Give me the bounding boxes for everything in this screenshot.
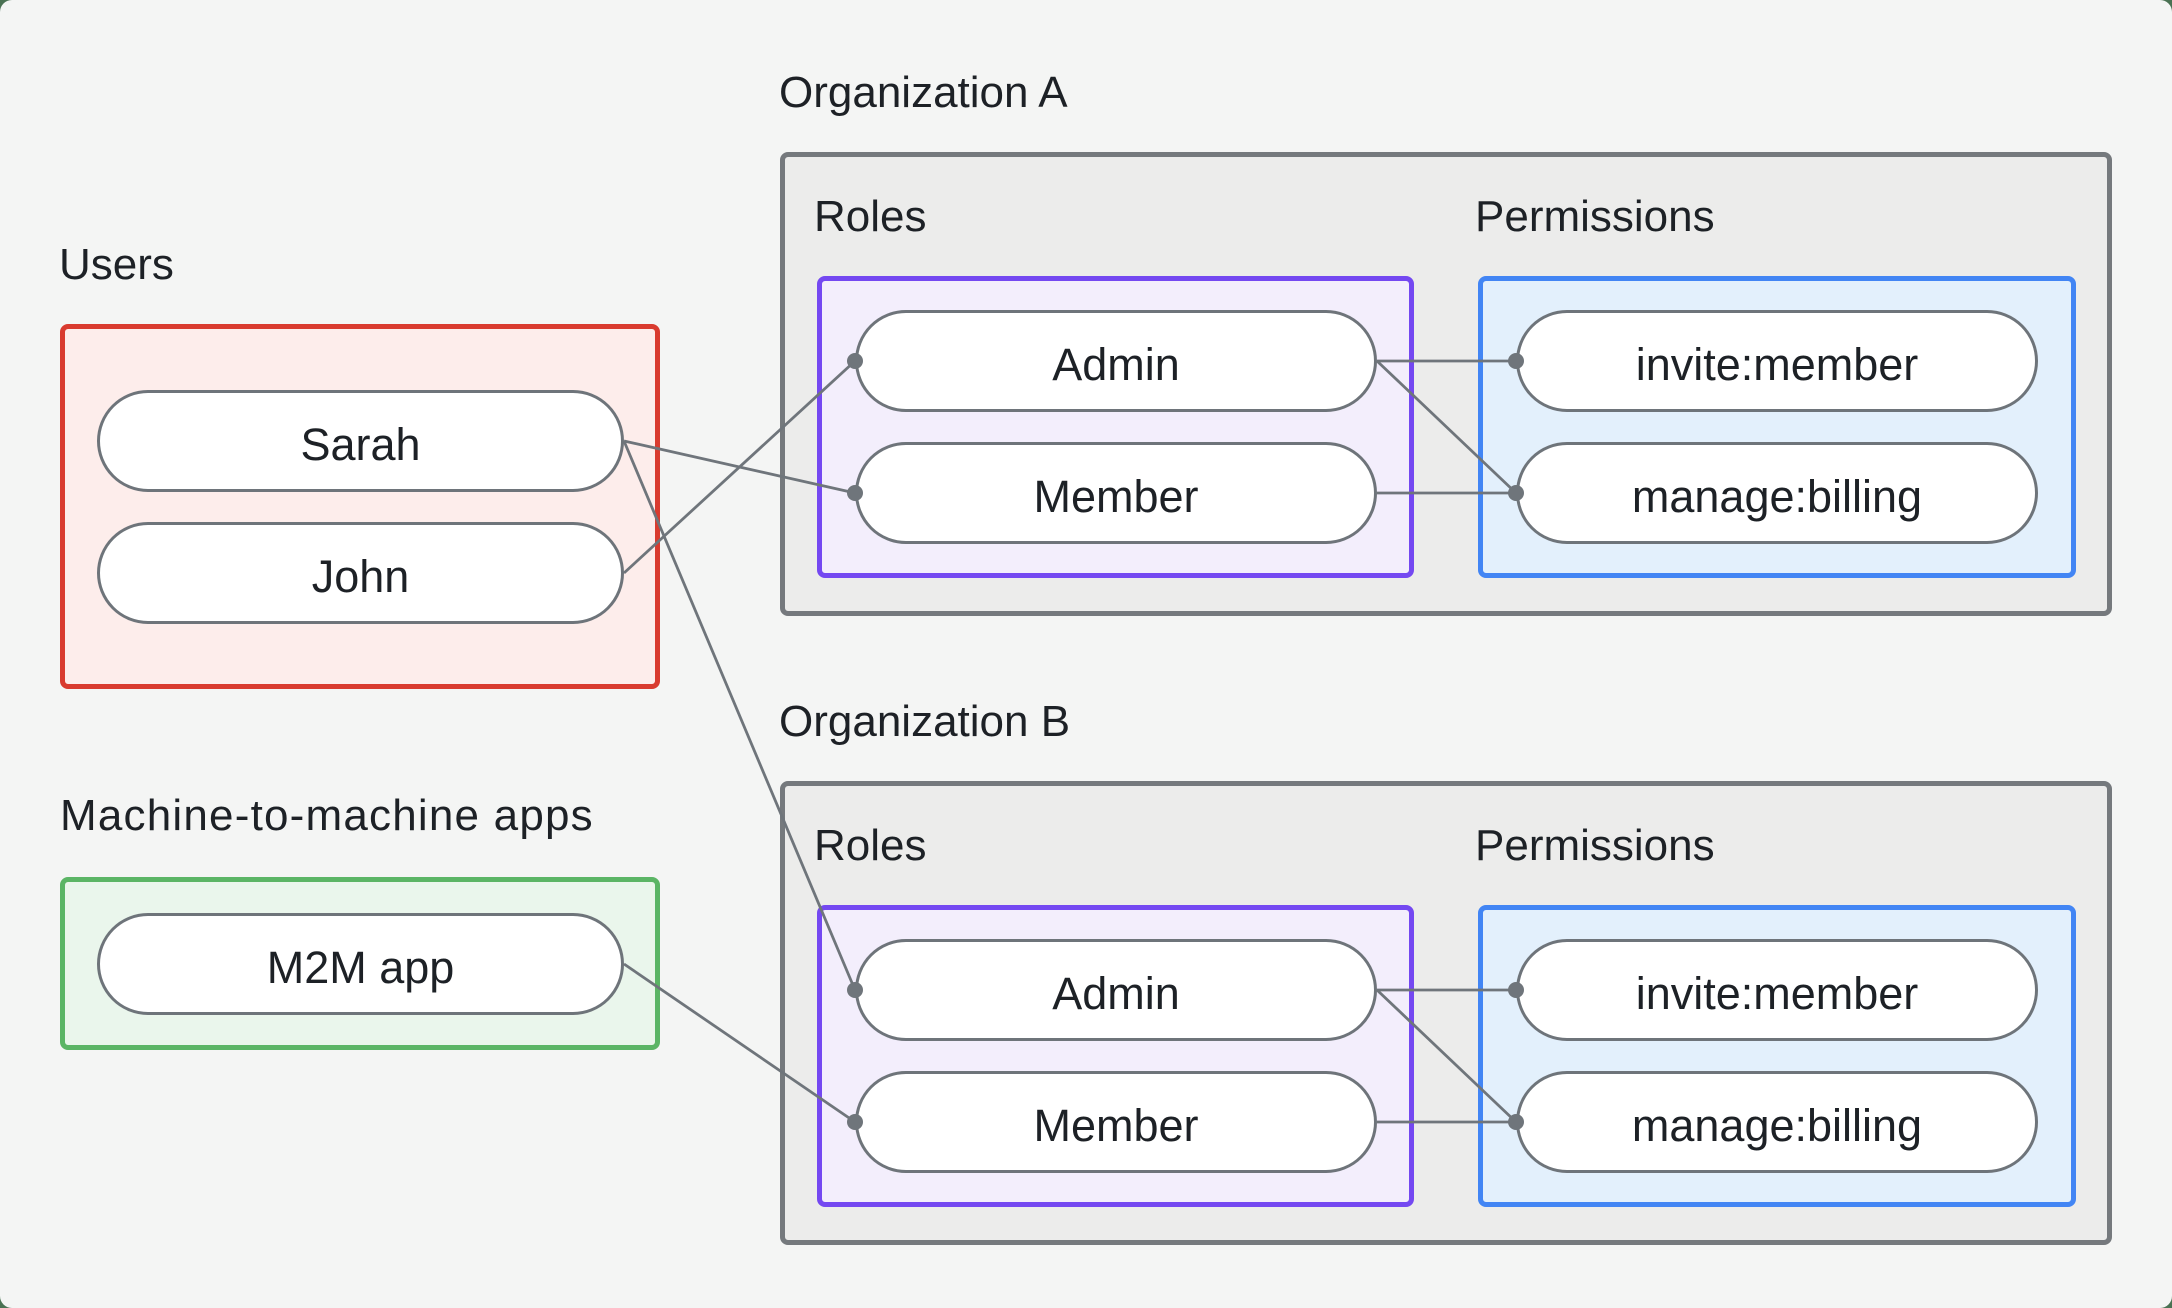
pill-org-a-member: Member xyxy=(855,442,1377,544)
users-label: Users xyxy=(59,240,174,289)
pill-org-b-invite-member: invite:member xyxy=(1516,939,2038,1041)
pill-org-a-invite-member: invite:member xyxy=(1516,310,2038,412)
users-box xyxy=(60,324,660,689)
pill-org-a-manage-billing: manage:billing xyxy=(1516,442,2038,544)
org-b-label: Organization B xyxy=(779,697,1071,746)
org-b-permissions-label: Permissions xyxy=(1475,821,1715,870)
org-b-roles-label: Roles xyxy=(814,821,927,870)
org-a-roles-label: Roles xyxy=(814,192,927,241)
pill-org-b-admin: Admin xyxy=(855,939,1377,1041)
pill-m2m-app: M2M app xyxy=(97,913,624,1015)
pill-org-b-member: Member xyxy=(855,1071,1377,1173)
org-a-label: Organization A xyxy=(779,68,1068,117)
pill-org-b-manage-billing: manage:billing xyxy=(1516,1071,2038,1173)
pill-john: John xyxy=(97,522,624,624)
org-a-permissions-label: Permissions xyxy=(1475,192,1715,241)
pill-sarah: Sarah xyxy=(97,390,624,492)
m2m-label: Machine-to-machine apps xyxy=(60,791,594,840)
pill-org-a-admin: Admin xyxy=(855,310,1377,412)
